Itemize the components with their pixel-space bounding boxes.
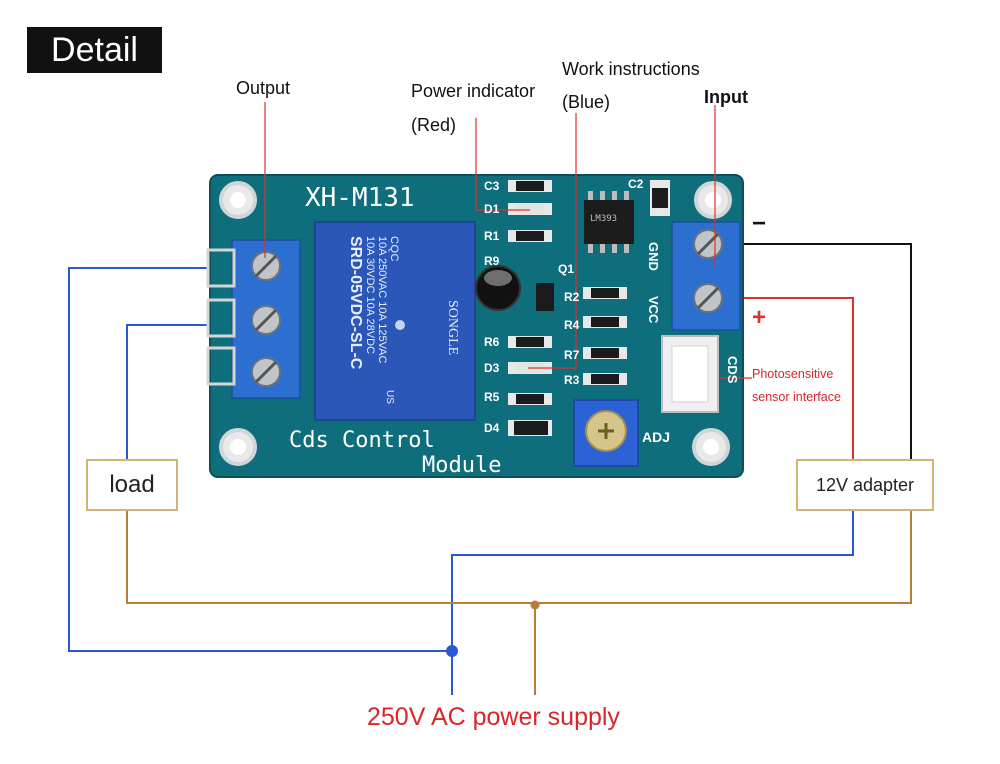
potentiometer: [573, 399, 639, 467]
board-model: XH-M131: [305, 183, 415, 213]
callout-power-indicator-color: (Red): [411, 115, 457, 135]
minus-sign: −: [752, 210, 767, 237]
label-r4: R4: [564, 318, 580, 332]
label-r6: R6: [484, 335, 500, 349]
label-r9: R9: [484, 254, 500, 268]
label-r5: R5: [484, 390, 500, 404]
label-r2: R2: [564, 290, 580, 304]
blue-wire-load-loop: [68, 267, 452, 652]
callout-sensor-interface: sensor interface: [752, 390, 841, 404]
blue-wire-adapter: [451, 510, 854, 695]
callout-input: Input: [704, 87, 748, 107]
label-c3: C3: [484, 179, 500, 193]
cds-connector: [661, 335, 719, 413]
label-vcc: VCC: [646, 296, 661, 324]
power-supply-label: 250V AC power supply: [367, 703, 620, 731]
output-terminal-block: [206, 239, 301, 399]
label-r7: R7: [564, 348, 580, 362]
load-box: load: [86, 459, 178, 511]
label-d3: D3: [484, 361, 500, 375]
plus-sign: +: [752, 304, 767, 331]
callout-photosensitive: Photosensitive: [752, 367, 834, 381]
black-wire-gnd: [740, 243, 912, 460]
callout-power-indicator: Power indicator: [411, 81, 536, 101]
label-d4: D4: [484, 421, 500, 435]
chip-text: LM393: [590, 214, 618, 224]
relay-model: SRD-05VDC-SL-C: [347, 236, 364, 370]
label-cds: CDS: [725, 356, 740, 384]
label-d1: D1: [484, 202, 500, 216]
brown-wire-loop: [126, 510, 912, 604]
comparator-chip: [584, 191, 634, 253]
label-c2: C2: [628, 177, 644, 191]
adapter-box: 12V adapter: [796, 459, 934, 511]
mounting-holes: [219, 181, 732, 466]
relay-brand: SONGLE: [445, 300, 460, 356]
callout-output: Output: [236, 78, 291, 98]
label-gnd: GND: [646, 242, 661, 271]
board-title-line1: Cds Control: [289, 428, 435, 453]
relay-rating-2: 10A 30VDC 10A 28VDC: [364, 236, 376, 355]
smd-components: [508, 180, 670, 436]
brown-junction: [530, 600, 540, 610]
label-r3: R3: [564, 373, 580, 387]
capacitor: [475, 265, 521, 311]
callout-work-instructions-color: (Blue): [562, 92, 611, 112]
red-wire-vcc: [740, 297, 854, 460]
relay-hole: [395, 320, 405, 330]
input-terminal-block: [671, 221, 741, 331]
label-q1: Q1: [558, 262, 575, 276]
label-adj: ADJ: [642, 429, 671, 445]
board-title-line2: Module: [422, 453, 502, 478]
label-r1: R1: [484, 229, 500, 243]
relay-body: [314, 221, 476, 421]
callout-work-instructions: Work instructions: [562, 59, 700, 79]
detail-badge: Detail: [27, 27, 162, 73]
blue-junction: [446, 645, 458, 657]
relay-us: US: [384, 390, 395, 404]
callout-lines: [264, 102, 752, 379]
